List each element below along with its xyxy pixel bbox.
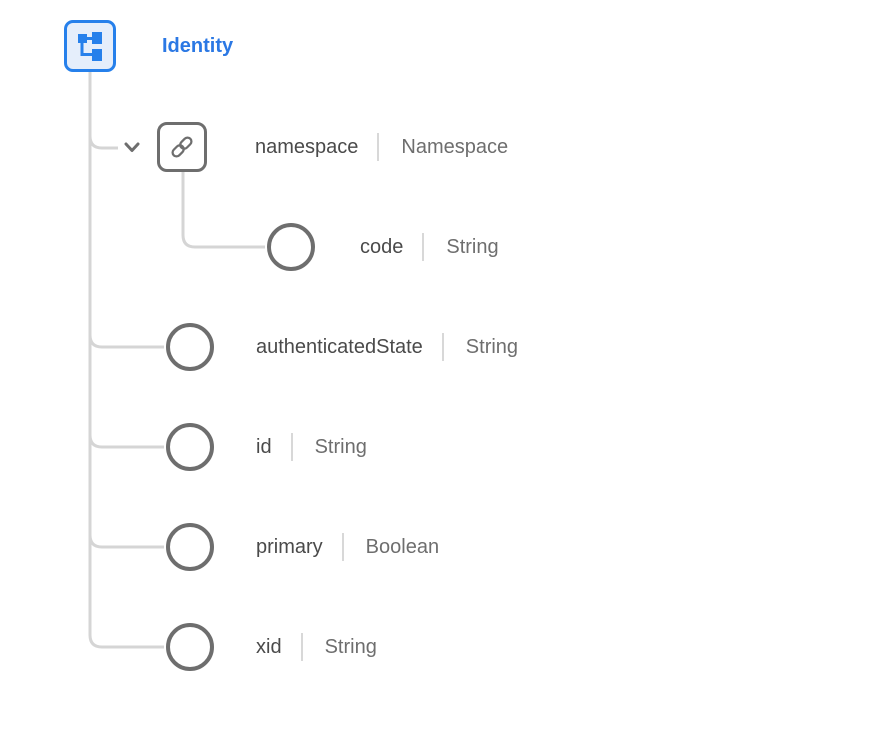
branch-authenticatedstate: [88, 334, 164, 349]
schema-title: Identity: [162, 34, 234, 57]
field-name: namespace: [255, 135, 359, 158]
chevron-down-icon[interactable]: [124, 142, 140, 153]
field-row-namespace[interactable]: namespace Namespace: [0, 121, 880, 173]
name-type-divider: [341, 533, 344, 561]
link-icon: [157, 122, 207, 172]
field-name: primary: [256, 535, 323, 558]
name-type-divider: [377, 133, 380, 161]
field-type: Namespace: [401, 135, 509, 158]
field-row-xid[interactable]: xid String: [0, 621, 880, 673]
name-type-divider: [422, 233, 425, 261]
field-type: String: [465, 335, 519, 358]
name-type-divider: [441, 333, 444, 361]
schema-root-node[interactable]: Identity: [0, 20, 880, 72]
field-row-id[interactable]: id String: [0, 421, 880, 473]
circle-icon: [267, 223, 315, 271]
field-row-code[interactable]: code String: [0, 221, 880, 273]
field-type: Boolean: [365, 535, 440, 558]
trunk-line: [88, 72, 164, 649]
branch-code: [181, 172, 265, 249]
field-row-primary[interactable]: primary Boolean: [0, 521, 880, 573]
circle-icon: [166, 623, 214, 671]
circle-icon: [166, 523, 214, 571]
field-type: String: [446, 235, 499, 258]
field-row-authenticatedstate[interactable]: authenticatedState String: [0, 321, 880, 373]
field-name: xid: [256, 635, 282, 658]
name-type-divider: [300, 633, 303, 661]
branch-namespace: [88, 135, 118, 150]
field-type: String: [314, 435, 367, 458]
field-name: code: [360, 235, 404, 258]
field-type: String: [324, 635, 377, 658]
schema-icon: [64, 20, 116, 72]
branch-id: [88, 434, 164, 449]
name-type-divider: [290, 433, 293, 461]
circle-icon: [166, 323, 214, 371]
field-name: id: [256, 435, 272, 458]
circle-icon: [166, 423, 214, 471]
field-name: authenticatedState: [256, 335, 423, 358]
branch-primary: [88, 534, 164, 549]
